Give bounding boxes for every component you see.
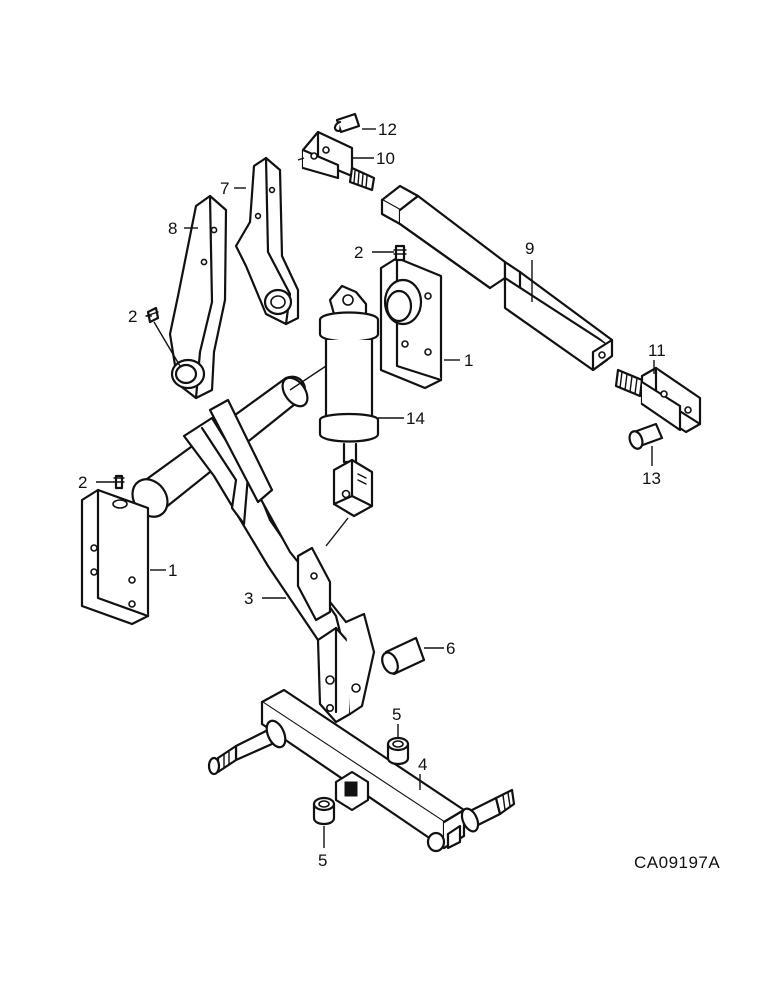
callout-14: 14	[406, 409, 425, 428]
callout-12: 12	[378, 120, 397, 139]
spindle-left	[207, 719, 287, 776]
callout-2-top: 2	[354, 243, 363, 262]
bushing-5-bottom	[312, 796, 336, 826]
spindle-right	[460, 788, 516, 833]
axle-beam-4	[260, 688, 466, 853]
callout-3: 3	[244, 589, 253, 608]
callout-2-left: 2	[78, 473, 87, 492]
cylinder-14	[318, 284, 380, 518]
callout-8: 8	[168, 219, 177, 238]
callout-5-bottom: 5	[318, 851, 327, 870]
callout-6: 6	[446, 639, 455, 658]
callout-1-left: 1	[168, 561, 177, 580]
callout-1-right: 1	[464, 351, 473, 370]
callout-10: 10	[376, 149, 395, 168]
callout-11: 11	[648, 341, 666, 360]
plate-1-right	[379, 256, 443, 390]
bolt-13	[628, 422, 664, 450]
plate-1-left	[80, 488, 150, 626]
callout-9: 9	[525, 239, 534, 258]
tube-9	[380, 184, 614, 372]
arm-7	[234, 156, 300, 326]
callouts: 12 10 7 8 9 2 2 1 11 14 13 2 1 3 6 5 4 5	[78, 120, 666, 870]
callout-2-mid: 2	[128, 307, 137, 326]
callout-7: 7	[220, 179, 229, 198]
grease-fitting-2-left	[113, 474, 125, 490]
pin-6	[381, 636, 426, 676]
arm-8	[168, 194, 228, 400]
clevis-10	[301, 130, 376, 192]
clevis-11	[614, 366, 702, 434]
bushing-5-top	[386, 736, 410, 766]
figure-reference-code: CA09197A	[634, 853, 720, 872]
callout-13: 13	[642, 469, 661, 488]
bolt-12	[333, 112, 361, 134]
grease-fitting-2-mid	[145, 306, 160, 324]
leader-lines	[96, 128, 655, 848]
grease-fitting-2-top	[393, 244, 407, 262]
lift-arm-3	[182, 398, 376, 724]
callout-5-top: 5	[392, 705, 401, 724]
callout-4: 4	[418, 755, 427, 774]
